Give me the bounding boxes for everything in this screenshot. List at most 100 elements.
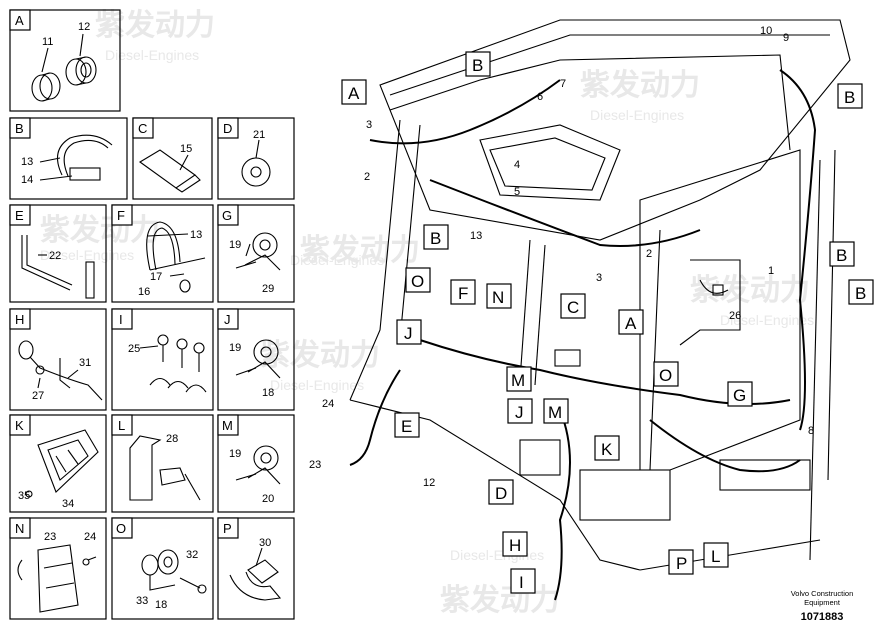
panel-h-letter: H (15, 312, 24, 327)
watermark-sub: Diesel-Engines (450, 547, 544, 563)
panel-j-frame (217, 308, 295, 411)
callout-j-mid: J (515, 403, 524, 422)
panel-e-letter: E (15, 208, 24, 223)
panel-l-part-28: 28 (166, 433, 178, 445)
panel-o-part-32: 32 (186, 549, 198, 561)
panel-k-letter: K (15, 418, 24, 433)
panel-a-letter: A (15, 13, 24, 28)
watermark-sub: Diesel-Engines (105, 47, 199, 63)
panel-d-washer (241, 139, 271, 187)
footer: Volvo Construction Equipment 1071883 (791, 589, 854, 623)
panel-i-letter: I (119, 312, 123, 327)
panel-l-frame (111, 414, 214, 513)
callout-o-right: O (659, 366, 672, 385)
panel-d-frame (217, 117, 295, 200)
callout-j-left: J (404, 324, 413, 343)
panel-f-letter: F (117, 208, 125, 223)
footer-part-number: 1071883 (801, 611, 844, 623)
panel-h-frame (9, 308, 107, 411)
panel-m-part-20: 20 (262, 493, 274, 505)
panel-p-letter: P (223, 521, 232, 536)
main-part-numbers: 10 9 7 6 3 2 4 5 13 3 2 1 26 24 23 12 8 (309, 25, 814, 489)
panel-o-part-18: 18 (155, 599, 167, 611)
panel-m-clip (235, 445, 281, 485)
panel-m-part-19: 19 (229, 448, 241, 460)
panel-l-letter: L (118, 418, 125, 433)
fuse-box (579, 469, 671, 521)
panel-j-letter: J (224, 312, 231, 327)
panel-p-part-30: 30 (259, 537, 271, 549)
callout-b-right-low: B (855, 284, 866, 303)
panel-n-connectors (17, 544, 97, 613)
panel-b-frame (9, 117, 128, 200)
panel-k-part-35: 35 (18, 490, 30, 502)
panel-f-frame (111, 204, 214, 303)
callout-c: C (567, 298, 579, 317)
right-pillar-harness (779, 69, 817, 431)
detail-panels (9, 9, 295, 620)
watermark-brand: 紫发动力 (580, 69, 700, 102)
callout-a-mid: A (625, 314, 637, 333)
panel-b-clamp (39, 134, 113, 181)
panel-e-rod (21, 235, 95, 299)
watermark-sub: Diesel-Engines (720, 312, 814, 328)
watermark-sub: Diesel-Engines (290, 252, 384, 268)
panel-n-letter: N (15, 521, 24, 536)
part-3-mid: 3 (596, 272, 602, 284)
panel-b-letter: B (15, 121, 24, 136)
cab-drawing (349, 19, 851, 601)
cab-roof (379, 19, 851, 241)
panel-e-part-22: 22 (49, 250, 61, 262)
panel-m-letter: M (222, 418, 233, 433)
panel-i-part-25: 25 (128, 343, 140, 355)
panel-i-frame (111, 308, 214, 411)
watermark-brand: 紫发动力 (40, 214, 160, 247)
footer-company: Volvo Construction (791, 589, 854, 598)
watermark-brand: 紫发动力 (95, 9, 215, 42)
panel-f-clamp (146, 221, 206, 293)
panel-o-part-33: 33 (136, 595, 148, 607)
watermark-brand: 紫发动力 (440, 584, 560, 617)
panel-letter-boxes (9, 9, 239, 539)
watermark-sub: Diesel-Engines (40, 247, 134, 263)
part-13: 13 (470, 230, 482, 242)
panel-o-letter: O (116, 521, 126, 536)
callout-h: H (509, 536, 521, 555)
panel-k-part-34: 34 (62, 498, 74, 510)
main-callout-boxes (341, 51, 874, 594)
panel-e-frame (9, 204, 107, 303)
panel-c-part-15: 15 (180, 143, 192, 155)
callout-p: P (676, 554, 687, 573)
panel-a-grommets (31, 33, 97, 102)
part-12: 12 (423, 477, 435, 489)
panel-j-clip (235, 339, 281, 379)
panel-g-part-29: 29 (262, 283, 274, 295)
panel-g-part-19: 19 (229, 239, 241, 251)
callout-n: N (492, 288, 504, 307)
panel-drawings (17, 33, 282, 613)
callout-i: I (519, 573, 524, 592)
panel-part-numbers: 11 12 13 14 15 21 22 13 17 16 19 29 31 2… (18, 21, 274, 611)
callout-f: F (458, 284, 468, 303)
panel-m-frame (217, 414, 295, 513)
part-1: 1 (768, 265, 774, 277)
watermark-brand: 紫发动力 (300, 234, 420, 267)
part-2-top: 2 (364, 171, 370, 183)
relay-rack (719, 459, 811, 491)
panel-k-connector (25, 429, 99, 498)
panel-f-part-16: 16 (138, 286, 150, 298)
part-2-mid: 2 (646, 248, 652, 260)
part-23: 23 (309, 459, 321, 471)
panel-j-part-18: 18 (262, 387, 274, 399)
part-4: 4 (514, 159, 520, 171)
callout-e: E (401, 417, 412, 436)
panel-n-frame (9, 517, 107, 620)
panel-g-clip (235, 232, 281, 271)
component-c (554, 349, 581, 367)
panel-h-part-27: 27 (32, 390, 44, 402)
control-unit-d (519, 439, 561, 476)
callout-m-left: M (511, 371, 525, 390)
panel-n-part-24: 24 (84, 531, 96, 543)
panel-o-frame (111, 517, 214, 620)
